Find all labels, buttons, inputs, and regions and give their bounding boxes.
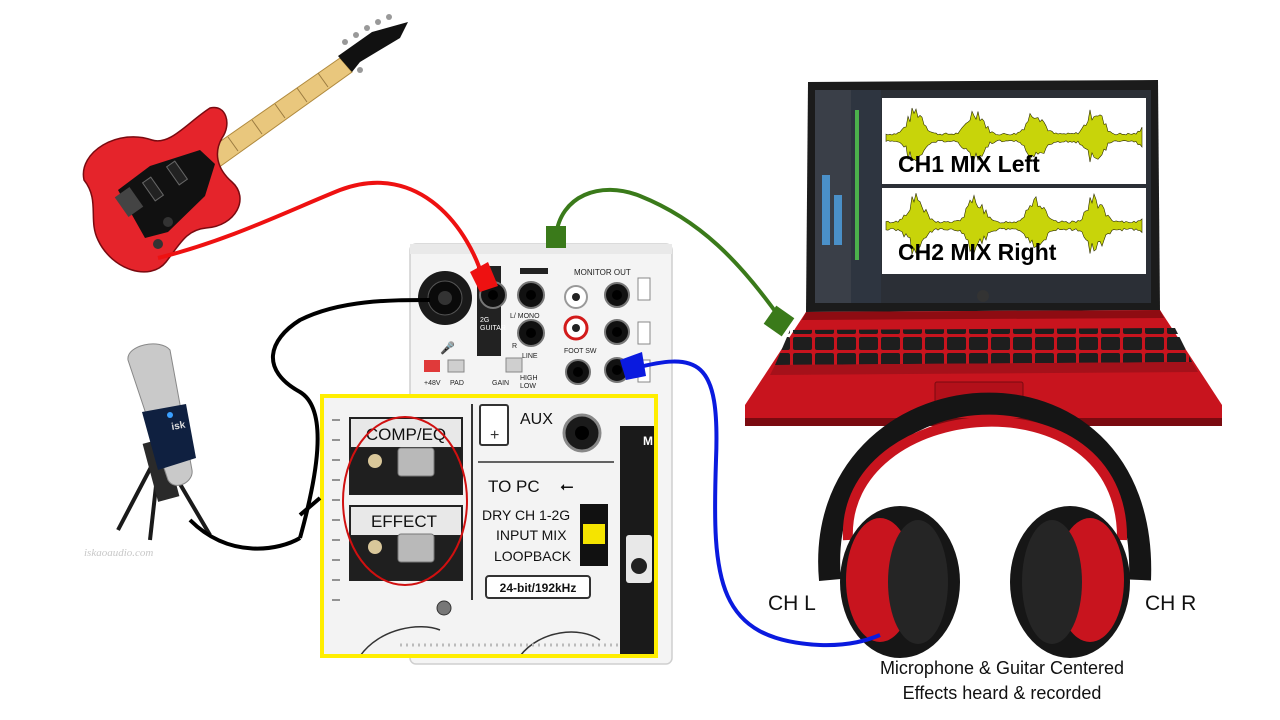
electric-guitar	[82, 14, 408, 273]
usb-icon: ⭠	[560, 477, 574, 497]
guitar-bridge	[114, 187, 144, 217]
dry-label: DRY CH 1-2G	[482, 507, 570, 523]
svg-text:+: +	[490, 427, 499, 444]
pad-button[interactable]	[447, 359, 465, 373]
guitar-neck	[204, 57, 353, 169]
svg-text:HIGH: HIGH	[520, 375, 538, 382]
laptop: CH1 MIX Left CH2 MIX Right	[745, 80, 1222, 426]
effect-led	[368, 540, 382, 554]
waveform-ch2	[885, 192, 1143, 255]
svg-text:M: M	[643, 434, 653, 448]
watermark: iskaoaudio.com	[84, 547, 153, 559]
guitar-cable	[157, 180, 486, 283]
zoomed-control-panel: COMP/EQ EFFECT + AUX TO PC ⭠ DRY CH 1-2G…	[320, 394, 658, 658]
effect-button[interactable]	[397, 533, 435, 563]
usb-cable	[554, 187, 782, 320]
svg-text:GAIN: GAIN	[492, 380, 509, 387]
comp-eq-button[interactable]	[397, 447, 435, 477]
track2-label: CH2 MIX Right	[898, 239, 1057, 265]
comp-eq-label: COMP/EQ	[366, 425, 446, 444]
svg-text:PAD: PAD	[450, 380, 464, 387]
caption-line-2: Effects heard & recorded	[903, 683, 1102, 703]
laptop-keyboard	[775, 328, 1192, 365]
highlight-circle	[342, 416, 468, 586]
highlight-box	[320, 394, 658, 658]
guitar-headstock	[338, 22, 408, 72]
monitor-out-label: MONITOR OUT	[574, 268, 631, 277]
svg-text:LINE: LINE	[522, 353, 538, 360]
channel-right-label: CH R	[1145, 592, 1196, 615]
track1-label: CH1 MIX Left	[898, 151, 1040, 177]
effect-label: EFFECT	[371, 512, 437, 531]
mic-symbol-icon: 🎤	[440, 340, 455, 355]
svg-text:24-bit/192kHz: 24-bit/192kHz	[500, 581, 577, 595]
daw-mixer-strip	[815, 90, 851, 303]
svg-text:LOW: LOW	[520, 383, 536, 390]
channel-left-label: CH L	[768, 592, 816, 615]
phantom-48v-button[interactable]	[424, 360, 440, 372]
aux-label: AUX	[520, 411, 553, 428]
waveform-ch1	[885, 107, 1143, 164]
headphones	[818, 392, 1152, 658]
svg-text:R: R	[512, 343, 517, 350]
comp-eq-led	[368, 454, 382, 468]
headband	[818, 392, 1152, 581]
gain-switch[interactable]	[505, 357, 523, 373]
svg-text:L/ MONO: L/ MONO	[510, 313, 540, 320]
headphone-cable	[627, 359, 881, 648]
usb-microphone: isk	[116, 343, 212, 541]
guitar-pickguard	[118, 150, 215, 238]
mic-body	[142, 404, 196, 470]
caption-line-1: Microphone & Guitar Centered	[880, 658, 1124, 678]
aux-icon	[479, 404, 509, 446]
svg-text:+48V: +48V	[424, 380, 441, 387]
svg-text:GUITAR: GUITAR	[480, 325, 506, 332]
svg-text:FOOT SW: FOOT SW	[564, 348, 597, 355]
svg-text:2G: 2G	[480, 317, 489, 324]
to-pc-label: TO PC	[488, 477, 540, 496]
input-mix-label: INPUT MIX	[496, 527, 567, 543]
guitar-knob	[163, 217, 173, 227]
hp-logo-icon	[977, 290, 989, 302]
microphone-cable	[270, 298, 431, 539]
bit-badge	[485, 575, 591, 599]
svg-text:isk: isk	[171, 420, 187, 433]
loopback-label: LOOPBACK	[494, 548, 572, 564]
